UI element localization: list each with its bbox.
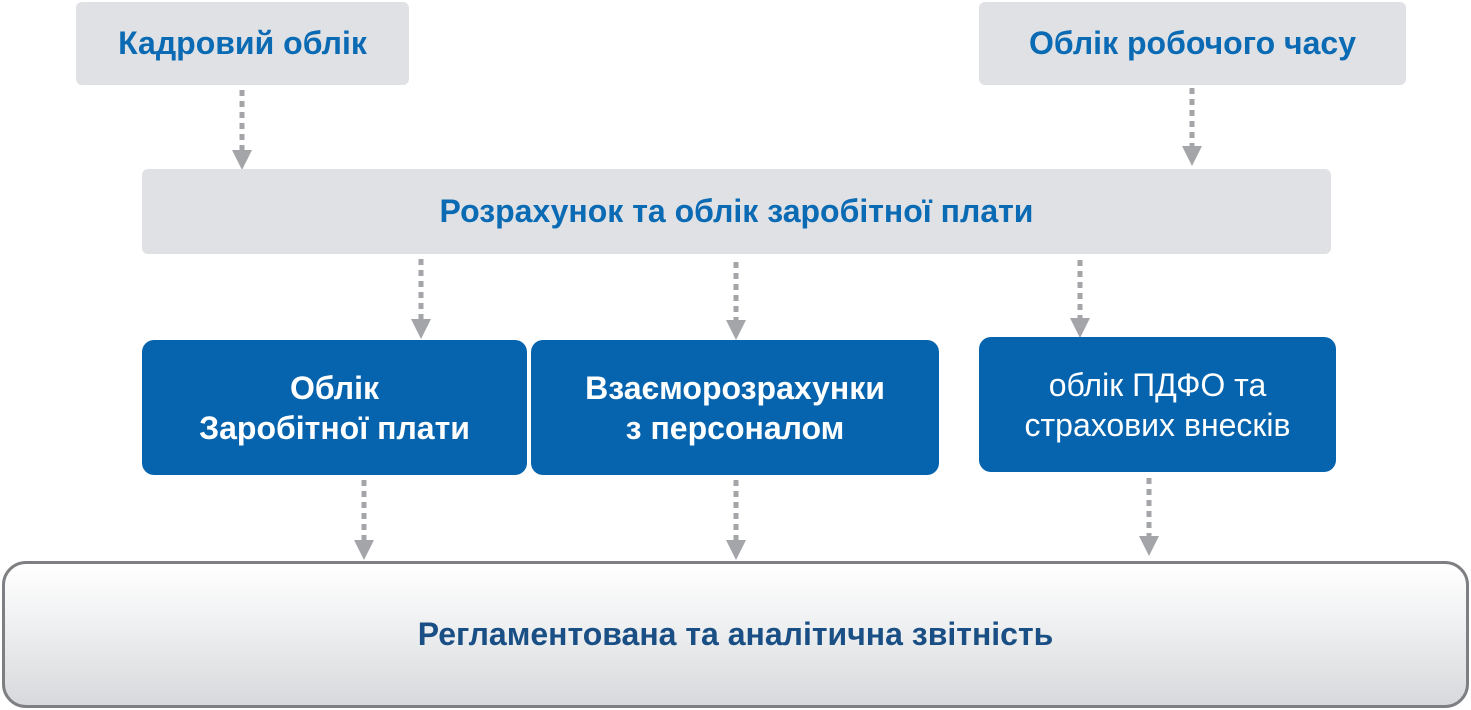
node-tax-accounting-line-2: страхових внесків <box>1024 406 1291 443</box>
node-reporting: Регламентована та аналітична звітність <box>2 561 1469 708</box>
arrowhead-tax-to-report <box>1139 536 1159 556</box>
arrowhead-settlements-to-report <box>726 540 746 560</box>
node-payroll-label: Розрахунок та облік заробітної плати <box>439 193 1034 229</box>
node-salary-accounting: Облік Заробітної плати <box>142 340 527 475</box>
node-staff-settlements-line-1: Взаєморозрахунки <box>585 369 885 406</box>
arrowhead-payroll-to-salary <box>411 319 431 339</box>
node-hr-accounting: Кадровий облік <box>76 2 409 85</box>
arrowhead-payroll-to-settlements <box>726 320 746 340</box>
node-staff-settlements: Взаєморозрахунки з персоналом <box>531 340 939 475</box>
arrowhead-time-to-payroll <box>1182 146 1202 166</box>
node-time-tracking: Облік робочого часу <box>979 2 1406 85</box>
node-payroll: Розрахунок та облік заробітної плати <box>142 169 1331 254</box>
arrowhead-hr-to-payroll <box>232 150 252 170</box>
node-tax-accounting-line-1: облік ПДФО та <box>1048 366 1267 403</box>
node-hr-accounting-label: Кадровий облік <box>118 25 367 61</box>
node-salary-accounting-line-1: Облік <box>289 369 380 406</box>
node-tax-accounting: облік ПДФО та страхових внесків <box>979 337 1336 472</box>
node-staff-settlements-line-2: з персоналом <box>625 409 845 446</box>
node-time-tracking-label: Облік робочого часу <box>1028 25 1357 61</box>
node-reporting-label: Регламентована та аналітична звітність <box>417 616 1054 652</box>
arrowhead-payroll-to-tax <box>1070 318 1090 338</box>
arrowhead-salary-to-report <box>354 540 374 560</box>
node-salary-accounting-line-2: Заробітної плати <box>199 409 470 446</box>
